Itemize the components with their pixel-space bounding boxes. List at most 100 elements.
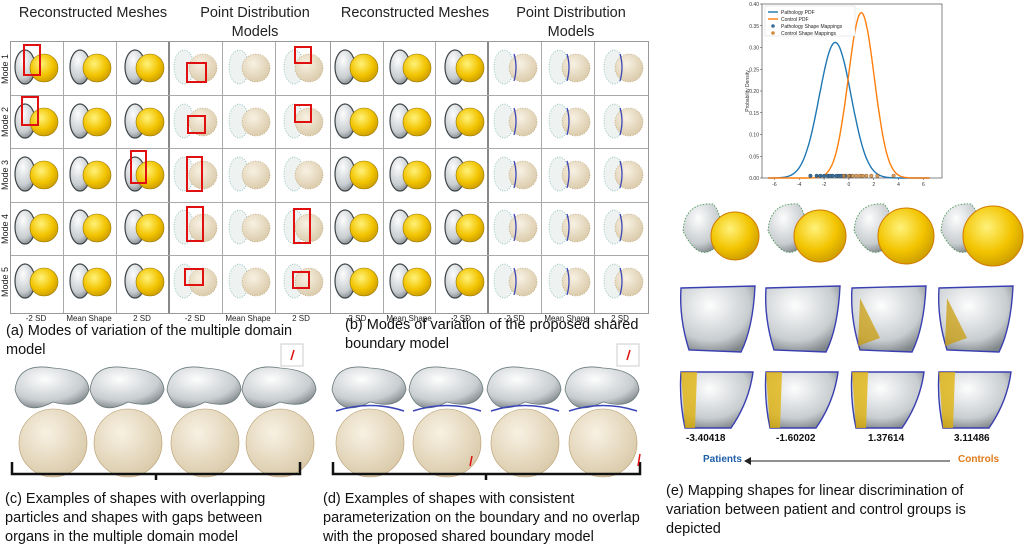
shared-boundary bbox=[490, 404, 560, 412]
x-tick-label: -2 bbox=[822, 182, 827, 188]
highlight-box bbox=[186, 206, 204, 242]
y-tick-label: 0.00 bbox=[749, 176, 759, 182]
organ-shape bbox=[82, 267, 112, 297]
mode-label: Mode 2 bbox=[0, 106, 10, 137]
col-label: Mean Shape bbox=[225, 314, 271, 323]
score-value: -1.60202 bbox=[776, 433, 816, 444]
pathology-point bbox=[808, 173, 813, 178]
organ-shape bbox=[349, 213, 379, 243]
overlap-region bbox=[766, 372, 782, 428]
organ-shape bbox=[135, 213, 165, 243]
organ-shape bbox=[561, 53, 591, 83]
pdf-chart: 0.000.050.100.150.200.250.300.350.40-6-4… bbox=[745, 2, 943, 188]
patients-label: Patients bbox=[703, 454, 742, 465]
panel-cd-shapes bbox=[10, 343, 642, 480]
shared-boundary bbox=[513, 107, 517, 136]
organ-shape bbox=[349, 107, 379, 137]
score-value: 3.11486 bbox=[954, 433, 990, 444]
organ-shape bbox=[561, 160, 591, 190]
organ-shape bbox=[82, 107, 112, 137]
gap-mark bbox=[637, 453, 641, 467]
control-point bbox=[841, 173, 846, 178]
organ-shape bbox=[245, 408, 315, 478]
organ-shape bbox=[455, 107, 485, 137]
organ-shape bbox=[561, 107, 591, 137]
organ-shape bbox=[135, 53, 165, 83]
shared-boundary bbox=[566, 107, 570, 136]
controls-label: Controls bbox=[958, 454, 1000, 465]
panel-a-caption: (a) Modes of variation of the multiple d… bbox=[6, 323, 293, 358]
cross-section bbox=[937, 371, 1012, 429]
shared-boundary bbox=[566, 267, 570, 296]
highlight-box bbox=[294, 104, 312, 123]
overlap-region bbox=[939, 372, 955, 428]
organ-shape bbox=[568, 408, 638, 478]
shared-boundary bbox=[566, 160, 570, 189]
control-point bbox=[850, 173, 855, 178]
organ-shape bbox=[561, 213, 591, 243]
organ-shape bbox=[82, 53, 112, 83]
organ-shape bbox=[508, 160, 538, 190]
col-label: 2 SD bbox=[133, 314, 151, 323]
legend-label: Pathology PDF bbox=[781, 10, 815, 16]
shared-boundary bbox=[513, 267, 517, 296]
cross-section bbox=[679, 371, 754, 429]
organ-shape bbox=[188, 53, 218, 83]
pathology-point bbox=[830, 173, 835, 178]
shared-boundary bbox=[566, 213, 570, 242]
panel-a-heading-left: Reconstructed Meshes bbox=[18, 5, 168, 21]
organ-shape bbox=[412, 408, 482, 478]
organ-shape bbox=[402, 267, 432, 297]
panel-a-heading-right: Point Distribution Models bbox=[200, 5, 310, 40]
shared-boundary bbox=[566, 53, 570, 82]
pdf-line bbox=[768, 41, 930, 179]
organ-shape bbox=[614, 53, 644, 83]
organ-shape bbox=[455, 53, 485, 83]
col-label: -2 SD bbox=[345, 314, 367, 323]
highlight-box bbox=[186, 156, 203, 192]
organ-shape bbox=[294, 160, 324, 190]
y-tick-label: 0.15 bbox=[749, 111, 759, 117]
highlight-box bbox=[294, 46, 312, 64]
liver-shape bbox=[331, 366, 407, 409]
highlight-box bbox=[21, 96, 39, 126]
y-tick-label: 0.20 bbox=[749, 89, 759, 95]
panel-e-shapes bbox=[679, 203, 1024, 429]
inset-mark bbox=[290, 349, 295, 361]
liver-shape bbox=[408, 366, 484, 409]
highlight-box bbox=[23, 44, 41, 76]
organ-shape bbox=[349, 53, 379, 83]
panel-a-shapes bbox=[14, 49, 324, 299]
control-point bbox=[891, 173, 896, 178]
organ-shape bbox=[335, 408, 405, 478]
organ-shape bbox=[135, 107, 165, 137]
highlight-box bbox=[293, 208, 311, 244]
liver-shape bbox=[564, 366, 640, 409]
mode-label: Mode 1 bbox=[0, 53, 10, 84]
panel-b-heading-left: Reconstructed Meshes bbox=[340, 5, 490, 21]
organ-shape bbox=[170, 408, 240, 478]
organ-shape bbox=[508, 107, 538, 137]
legend-label: Control PDF bbox=[781, 17, 809, 23]
organ-shape bbox=[614, 107, 644, 137]
col-label: -2 SD bbox=[503, 314, 525, 323]
panel-c-caption: (c) Examples of shapes with overlapping … bbox=[5, 491, 266, 545]
col-label: 2 SD bbox=[611, 314, 629, 323]
overlap-region bbox=[858, 298, 880, 346]
organ-shape bbox=[962, 205, 1024, 267]
shared-boundary bbox=[619, 213, 623, 242]
y-axis-label: Probability Density bbox=[745, 70, 751, 112]
organ-shape bbox=[241, 160, 271, 190]
y-tick-label: 0.35 bbox=[749, 24, 759, 30]
organ-shape bbox=[508, 267, 538, 297]
x-tick-label: 0 bbox=[848, 182, 851, 188]
mode-label: Mode 5 bbox=[0, 266, 10, 297]
shared-boundary bbox=[619, 267, 623, 296]
control-point bbox=[854, 173, 859, 178]
x-tick-label: -4 bbox=[797, 182, 802, 188]
shared-boundary bbox=[513, 213, 517, 242]
liver-shape bbox=[486, 366, 562, 409]
control-point bbox=[875, 173, 880, 178]
shared-boundary bbox=[335, 404, 405, 412]
